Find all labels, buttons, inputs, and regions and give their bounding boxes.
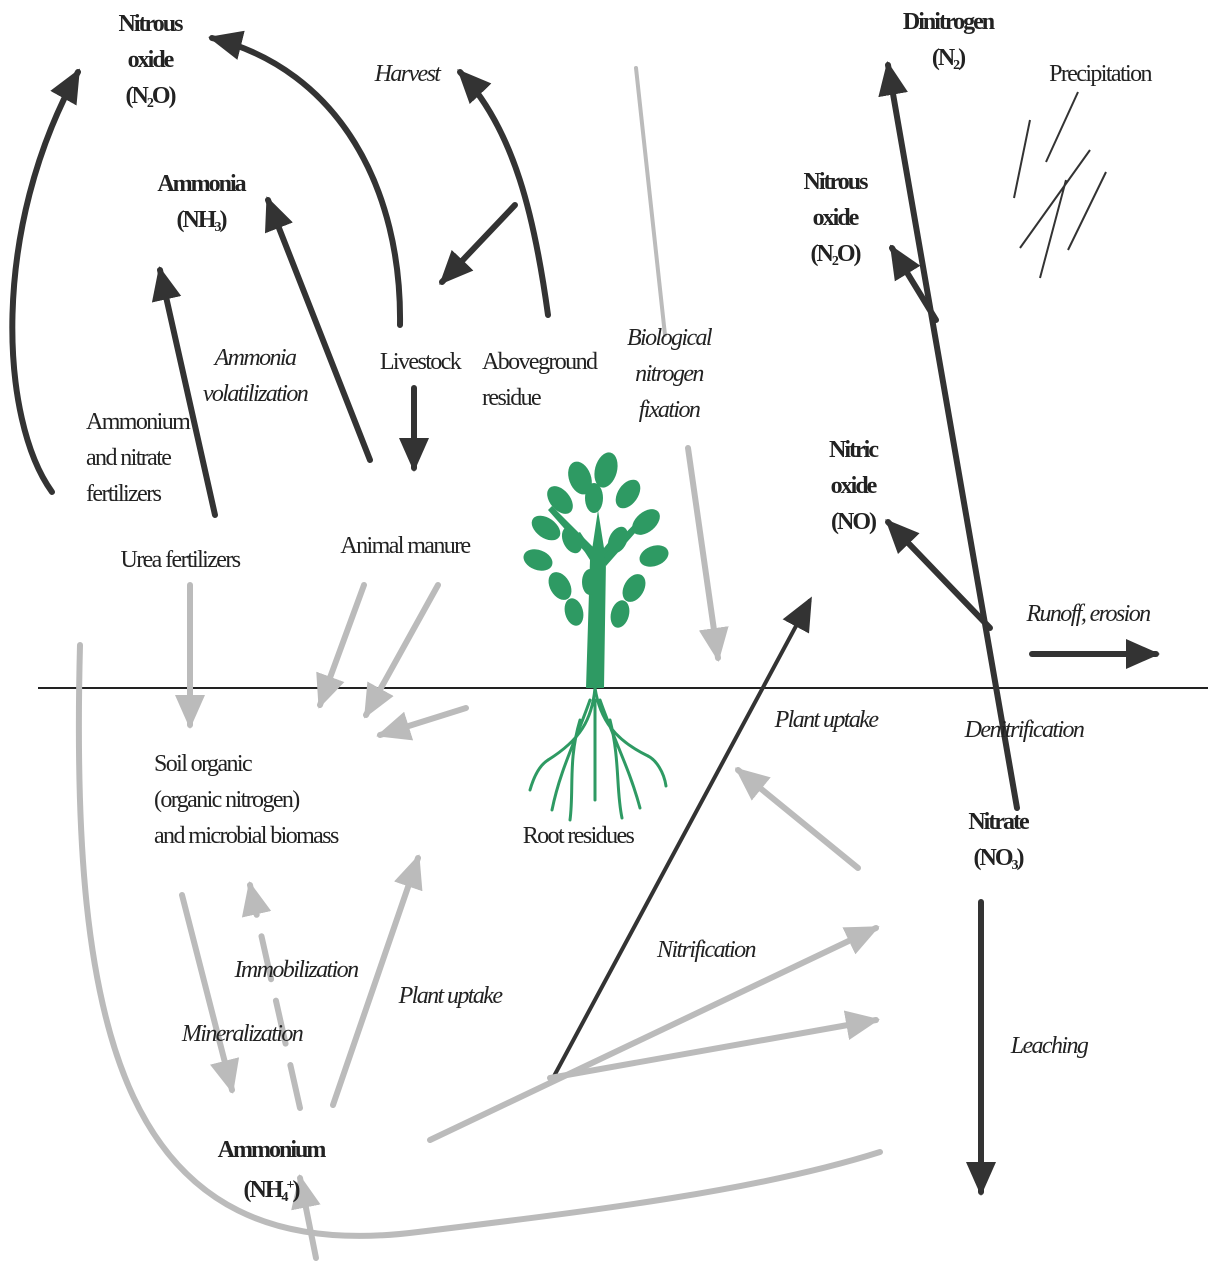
pool-nitrous-oxide-right: Nitrous oxide (N2O)	[790, 164, 880, 280]
arrow-ammonium-to-nitrate-2	[550, 1020, 876, 1078]
arrow-denitrification-to-nitrous-oxide	[892, 248, 936, 320]
process-plant-uptake-lower: Plant uptake	[390, 978, 510, 1014]
tree-icon	[520, 450, 671, 820]
pool-nitrous-oxide-top: Nitrous oxide (N2O)	[100, 6, 200, 122]
pool-soil-organic: Soil organic (organic nitrogen) and micr…	[154, 746, 354, 854]
process-mineralization: Mineralization	[172, 1016, 312, 1052]
source-root-residues: Root residues	[508, 818, 648, 854]
arrow-root-to-soil	[380, 708, 466, 735]
arrow-immobilization	[250, 885, 300, 1108]
arrow-fixation-to-soil	[636, 68, 665, 335]
arrow-mineralization	[182, 895, 232, 1090]
source-urea-fertilizers: Urea fertilizers	[100, 542, 260, 578]
arrow-denitrification-to-dinitrogen	[888, 65, 1017, 808]
arrow-residue-to-livestock	[442, 205, 515, 282]
source-livestock: Livestock	[370, 344, 470, 380]
pool-dinitrogen: Dinitrogen (N2)	[890, 4, 1006, 84]
pool-ammonia: Ammonia (NH3)	[146, 166, 256, 246]
pool-nitrate: Nitrate (NO3)	[950, 804, 1046, 884]
arrow-manure-to-ammonia	[268, 200, 370, 460]
process-biological-nitrogen-fixation: Biological nitrogen fixation	[614, 320, 724, 428]
source-aboveground-residue: Aboveground residue	[482, 344, 612, 416]
pool-ammonium: Ammonium (NH4+)	[206, 1132, 336, 1216]
process-nitrification: Nitrification	[646, 932, 766, 968]
arrow-fertilizers-to-nitrous-oxide	[12, 72, 78, 492]
process-immobilization: Immobilization	[226, 952, 366, 988]
arrow-fixation-down	[688, 448, 718, 658]
precipitation-icon	[1014, 92, 1106, 278]
process-ammonia-volatilization: Ammonia volatilization	[190, 340, 320, 412]
source-ammonium-nitrate-fertilizers: Ammonium and nitrate fertilizers	[86, 404, 206, 512]
arrow-nitrate-plant-uptake	[738, 770, 858, 868]
arrow-aboveground-residue-to-harvest	[460, 72, 548, 315]
process-leaching: Leaching	[1004, 1028, 1094, 1064]
arrow-manure-to-soil-2	[366, 585, 438, 715]
process-harvest: Harvest	[362, 56, 452, 92]
source-animal-manure: Animal manure	[330, 528, 480, 564]
process-runoff-erosion: Runoff, erosion	[1018, 596, 1158, 632]
process-denitrification: Denitrification	[954, 712, 1094, 748]
source-precipitation: Precipitation	[1030, 56, 1170, 92]
pool-nitric-oxide: Nitric oxide (NO)	[808, 432, 898, 540]
process-plant-uptake-upper: Plant uptake	[766, 702, 886, 738]
